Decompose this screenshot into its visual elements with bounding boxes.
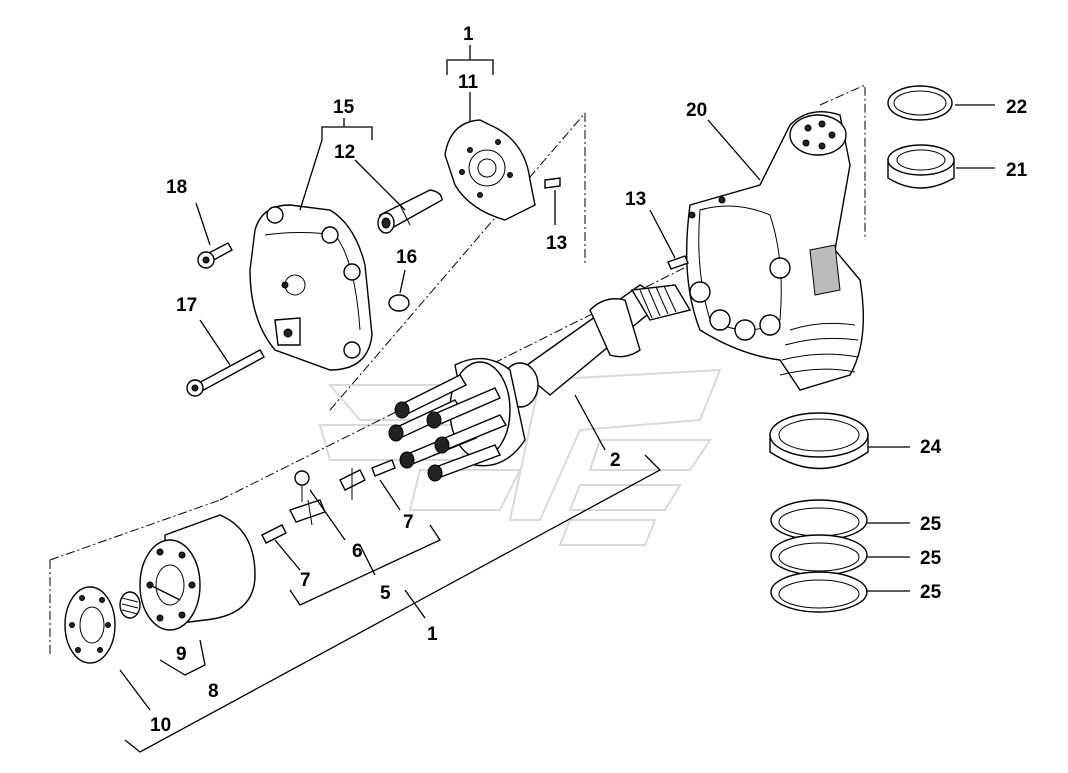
drive-shaft-part: [501, 284, 692, 408]
pin-part: [261, 524, 287, 544]
screw-short-part: [197, 242, 233, 269]
callout-25-c: 25: [920, 582, 942, 603]
leader-lines: [119, 45, 995, 753]
callout-12: 12: [334, 142, 355, 163]
callout-7-right: 7: [403, 512, 414, 533]
valve-plate-part: [444, 119, 536, 221]
callout-13-housing: 13: [625, 189, 646, 210]
callout-15: 15: [333, 97, 355, 118]
callout-7-left: 7: [300, 570, 311, 591]
motor-housing-part: [685, 111, 864, 391]
callout-16: 16: [396, 247, 417, 268]
callout-18: 18: [166, 177, 187, 198]
callout-20: 20: [686, 100, 707, 121]
shaft-seal-part: [887, 144, 955, 189]
callout-25-a: 25: [920, 514, 942, 535]
cylinder-block-part: [139, 514, 256, 631]
screw-long-part: [186, 349, 265, 397]
retainer-plate-part: [64, 586, 116, 664]
seal-rings-part: [770, 499, 868, 613]
spool-part: [377, 189, 443, 234]
callout-25-b: 25: [920, 548, 942, 569]
callout-24: 24: [920, 437, 942, 458]
pin-part: [667, 255, 689, 270]
assembly-outline: [49, 84, 866, 655]
callout-1-bottom: 1: [427, 624, 438, 645]
pistons-part: [388, 374, 508, 482]
callout-2: 2: [610, 450, 621, 471]
callout-6: 6: [352, 541, 363, 562]
callout-17: 17: [176, 295, 197, 316]
end-cover-part: [249, 204, 373, 371]
centre-pin-part: [289, 470, 326, 526]
callout-22: 22: [1006, 97, 1027, 118]
pin-part: [544, 177, 561, 189]
callout-8: 8: [208, 681, 219, 702]
callout-9: 9: [176, 644, 187, 665]
spring-guide-part: [339, 459, 396, 500]
callout-1-top: 1: [463, 24, 474, 45]
o-ring-part: [388, 294, 410, 312]
callout-21: 21: [1006, 160, 1028, 181]
callout-10: 10: [150, 715, 171, 736]
callout-11: 11: [458, 72, 479, 93]
snap-ring-part: [887, 85, 953, 121]
callout-13-plate: 13: [546, 233, 567, 254]
bearing-ring-part: [769, 412, 869, 470]
callout-5: 5: [380, 583, 391, 604]
callout-labels: 1 11 15 12 18 16 17 13 13 20 22 21 24 2 …: [150, 24, 1028, 736]
spring-part: [119, 591, 141, 619]
